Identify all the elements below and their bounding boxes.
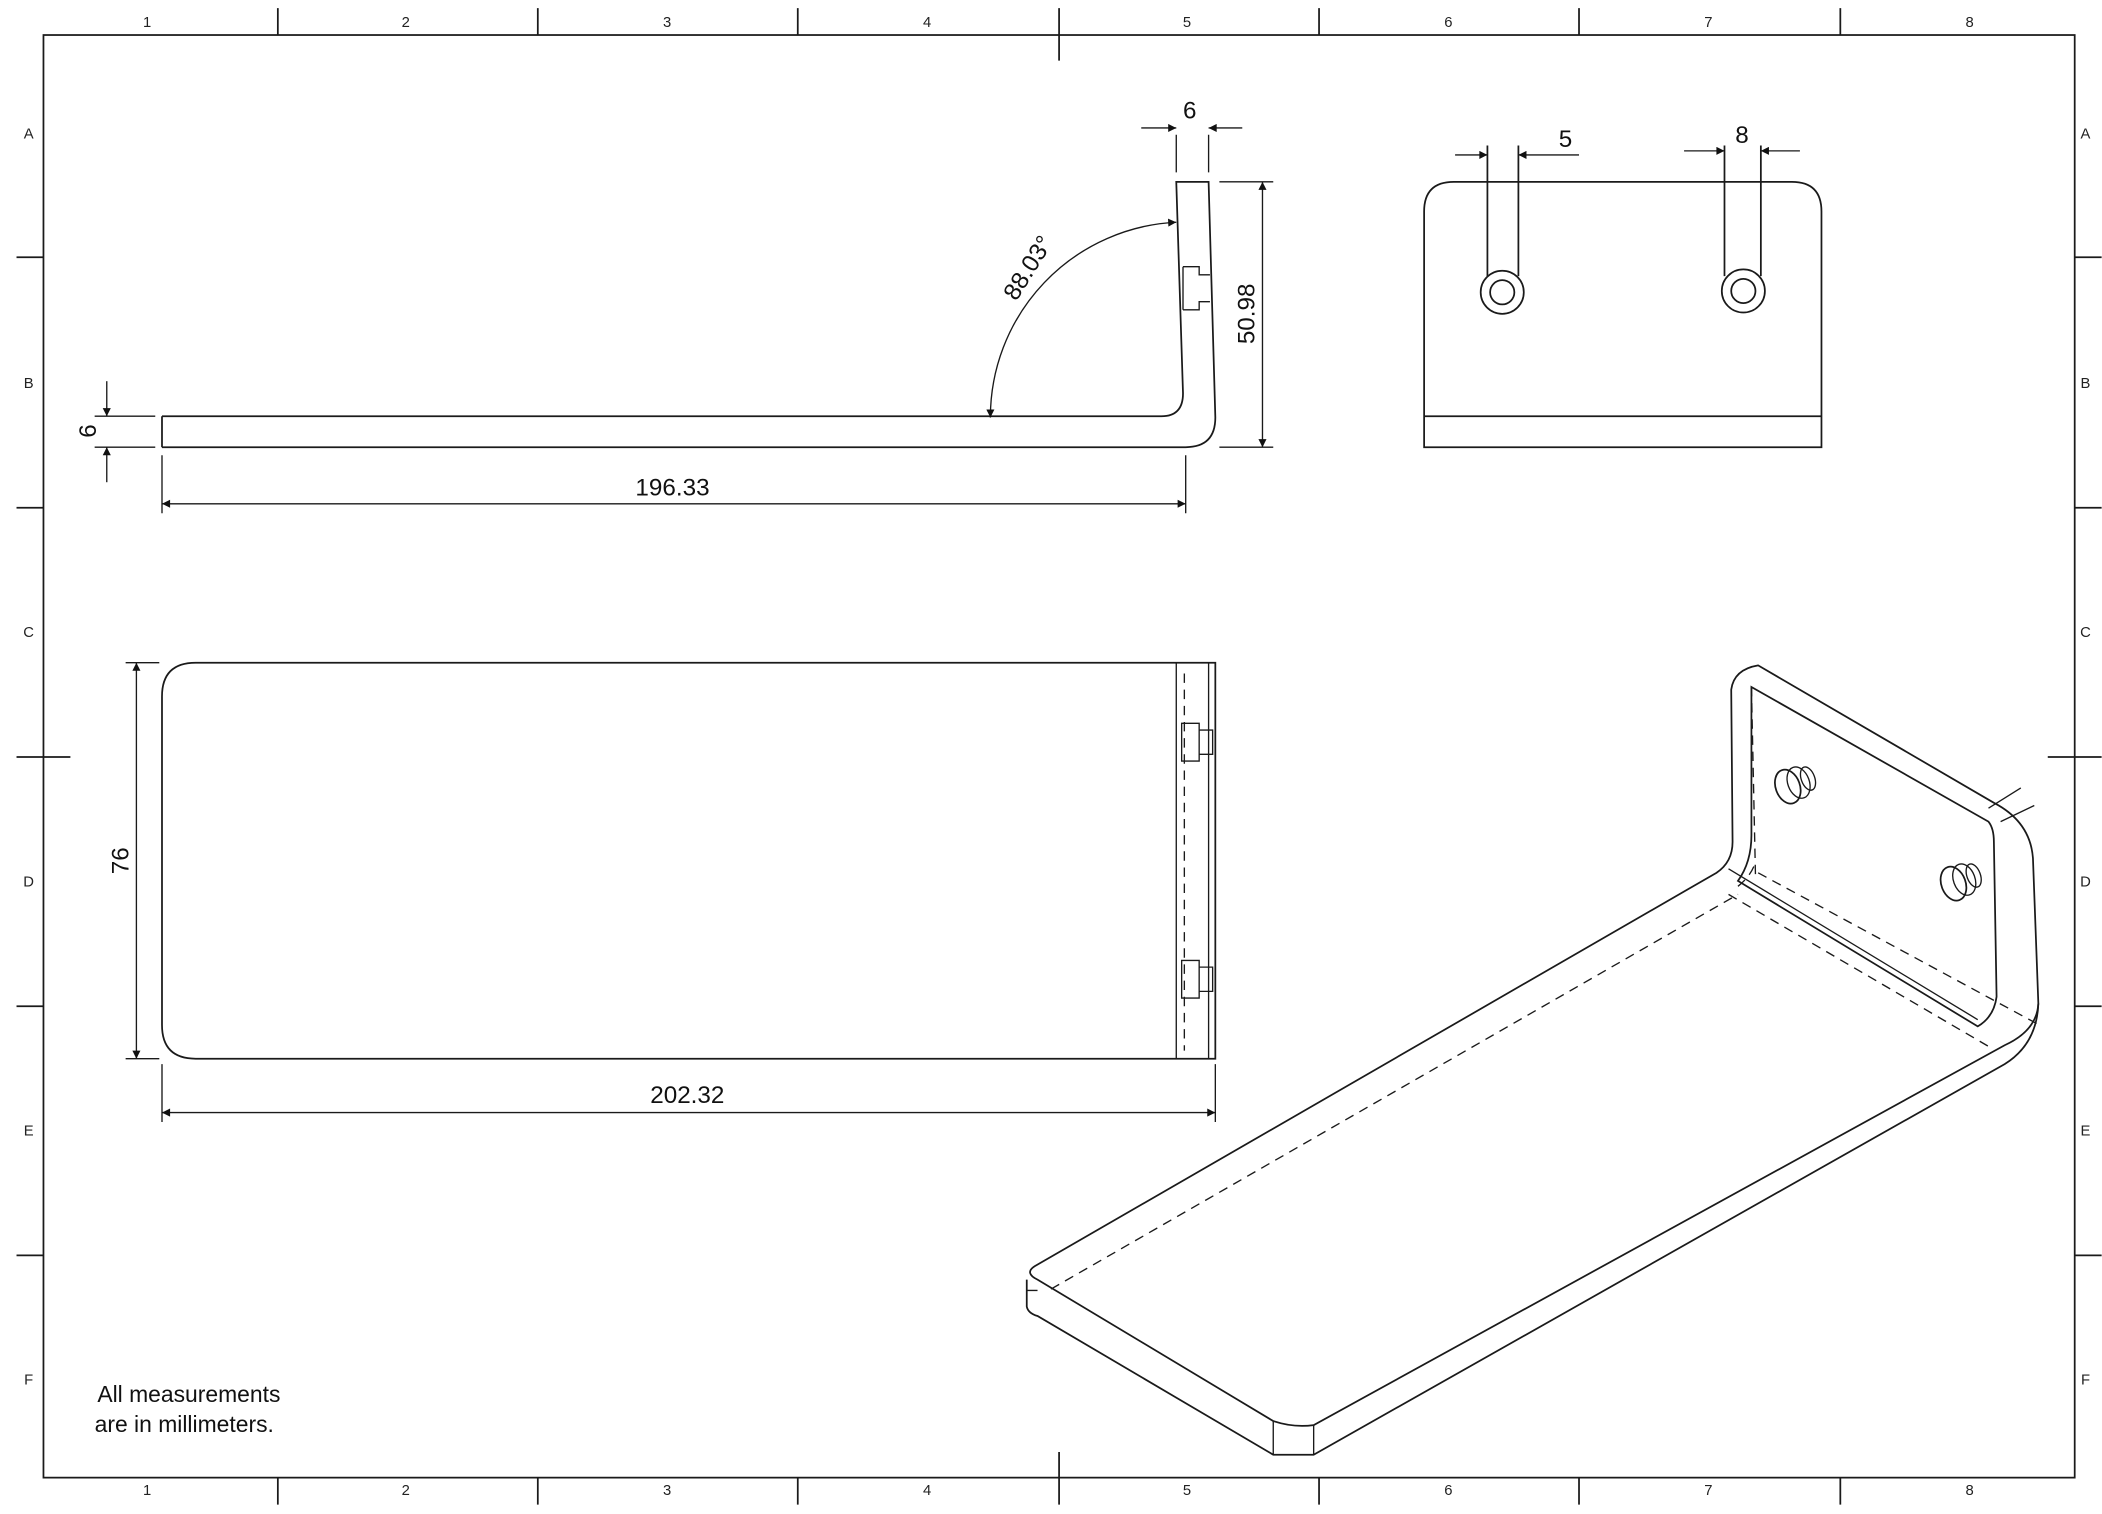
column-label: 5 [1183,15,1191,31]
column-labels-bottom: 1 2 3 4 5 6 7 8 [143,1483,1974,1499]
column-label: 1 [143,1483,151,1499]
dim-length: 196.33 [635,475,709,502]
column-label: 1 [143,15,151,31]
row-label: C [2080,625,2091,641]
front-view: 5 8 [1423,122,1823,449]
isometric-view [1025,664,2040,1456]
column-label: 3 [663,1483,671,1499]
column-labels-top: 1 2 3 4 5 6 7 8 [143,15,1974,31]
row-label: B [2081,376,2091,392]
isometric-hole-icon [1939,863,1982,902]
zone-ticks [16,8,2102,1505]
column-label: 7 [1704,15,1712,31]
row-label: B [24,376,34,392]
column-label: 3 [663,15,671,31]
row-label: A [24,127,34,143]
column-label: 6 [1444,15,1452,31]
row-label: D [2080,874,2091,890]
column-label: 2 [402,15,410,31]
row-labels-right: A B C D E F [2080,127,2091,1389]
dim-slot-right: 8 [1735,122,1748,149]
row-label: F [24,1373,33,1389]
mounting-hole-icon [1720,268,1766,314]
top-view: 76 202.32 [107,661,1217,1123]
column-label: 8 [1966,1483,1974,1499]
note-line-1: All measurements [97,1381,280,1407]
dim-overall-length: 202.32 [650,1082,724,1109]
dim-upright-thickness: 6 [1183,98,1196,125]
column-label: 6 [1444,1483,1452,1499]
column-label: 2 [402,1483,410,1499]
column-label: 4 [923,1483,931,1499]
side-view: 6 50.98 88.03° 6 196.33 [75,98,1274,514]
isometric-hole-icon [1774,766,1817,805]
dim-width: 76 [107,847,134,874]
row-label: E [2081,1124,2091,1140]
column-label: 5 [1183,1483,1191,1499]
dim-angle: 88.03° [998,231,1058,305]
row-label: C [23,625,34,641]
column-label: 4 [923,15,931,31]
column-label: 7 [1704,1483,1712,1499]
mounting-hole-icon [1479,269,1525,315]
row-label: A [2081,127,2091,143]
column-label: 8 [1966,15,1974,31]
dim-height: 50.98 [1233,284,1260,345]
row-label: F [2081,1373,2090,1389]
row-label: D [23,874,34,890]
row-labels-left: A B C D E F [23,127,34,1389]
note-line-2: are in millimeters. [95,1411,274,1437]
row-label: E [24,1124,34,1140]
dim-slot-left: 5 [1559,126,1572,153]
dim-plate-thickness: 6 [75,424,102,437]
drawing-frame [16,8,2102,1505]
